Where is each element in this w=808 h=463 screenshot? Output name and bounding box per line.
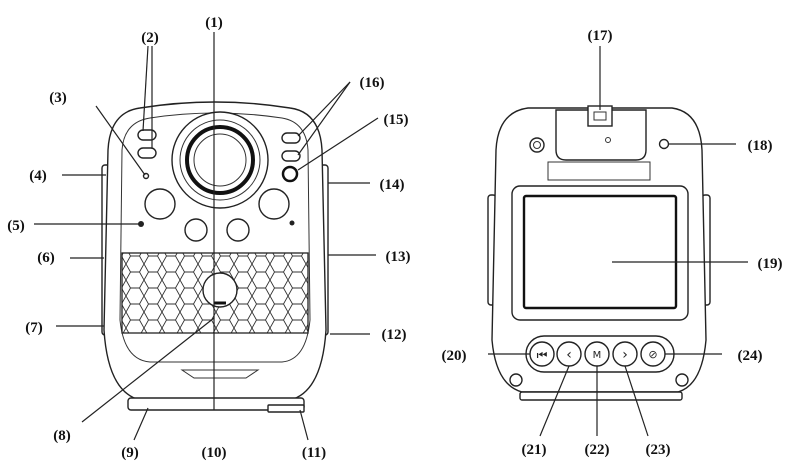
function-button[interactable]: ⊘ (640, 341, 666, 367)
ir-light-left (144, 188, 176, 220)
clip-mount-hole (202, 272, 238, 308)
callout-23: (23) (646, 442, 671, 458)
callout-15: (15) (384, 112, 409, 128)
right-dot (289, 220, 295, 226)
lens-middle-ring (179, 119, 261, 201)
indicator-light-right-bottom (281, 150, 301, 162)
leader-line-2a (142, 45, 149, 132)
back-screw-bottom-right (675, 373, 689, 387)
leader-line-15 (297, 117, 379, 171)
front-view (34, 32, 379, 441)
callout-5: (5) (7, 218, 25, 234)
skip-back-icon: ⏮ (537, 348, 548, 362)
leader-line-21 (539, 365, 570, 437)
front-bottom-slot (180, 369, 260, 379)
callout-7: (7) (25, 320, 43, 336)
lcd-screen (522, 194, 678, 310)
leader-line-9 (133, 407, 149, 441)
function-icon: ⊘ (648, 348, 657, 361)
callout-14: (14) (380, 177, 405, 193)
callout-18: (18) (748, 138, 773, 154)
ir-light-bottom-right (226, 218, 250, 242)
callout-12: (12) (382, 327, 407, 343)
callout-20: (20) (442, 348, 467, 364)
skip-back-button[interactable]: ⏮ (529, 341, 555, 367)
callout-6: (6) (37, 250, 55, 266)
callout-17: (17) (588, 28, 613, 44)
callout-9: (9) (121, 445, 139, 461)
ir-light-right (258, 188, 290, 220)
callout-10: (10) (202, 445, 227, 461)
belt-clip (555, 109, 647, 161)
back-screw-inner (533, 141, 541, 149)
leader-line-16b (297, 81, 351, 156)
callout-3: (3) (49, 90, 67, 106)
lens-rim (185, 125, 255, 195)
previous-icon: ‹ (566, 347, 572, 363)
clip-pin (605, 137, 611, 143)
callout-16: (16) (360, 75, 385, 91)
indicator-light-right-top (281, 132, 301, 144)
callout-11: (11) (302, 445, 326, 461)
leader-line-8 (81, 317, 215, 423)
lens-glass (193, 133, 247, 187)
bottom-cap (127, 397, 305, 411)
back-bottom-cap (519, 391, 683, 401)
callout-24: (24) (738, 348, 763, 364)
callout-labels: (1) (2) (3) (4) (5) (6) (7) (8) (9) (10)… (7, 15, 782, 461)
light-sensor (281, 165, 299, 183)
bottom-port (267, 404, 305, 413)
callout-19: (19) (758, 256, 783, 272)
indicator-light-left-bottom (137, 147, 157, 159)
indicator-light-left-top (137, 129, 157, 141)
next-button[interactable]: › (612, 341, 638, 367)
leader-line-11 (299, 409, 309, 441)
callout-13: (13) (386, 249, 411, 265)
leader-line-16a (297, 81, 351, 137)
menu-button[interactable]: M (584, 341, 610, 367)
label-strip (547, 161, 651, 181)
leader-line-3 (95, 105, 146, 176)
ir-light-bottom-left (184, 218, 208, 242)
callout-21: (21) (522, 442, 547, 458)
callout-1: (1) (205, 15, 223, 31)
back-screw (529, 137, 545, 153)
previous-button[interactable]: ‹ (556, 341, 582, 367)
callout-2: (2) (141, 30, 159, 46)
callout-22: (22) (585, 442, 610, 458)
front-inner-panel (119, 112, 311, 363)
clip-latch (593, 111, 607, 121)
back-view: ⏮ ‹ M › ⊘ (487, 46, 748, 437)
leader-line-23 (624, 365, 649, 437)
menu-icon: M (593, 350, 602, 361)
callout-8: (8) (53, 428, 71, 444)
back-screw-bottom-left (509, 373, 523, 387)
next-icon: › (622, 347, 628, 363)
microphone-hole (138, 221, 144, 227)
callout-4: (4) (29, 168, 47, 184)
back-led (658, 138, 670, 150)
